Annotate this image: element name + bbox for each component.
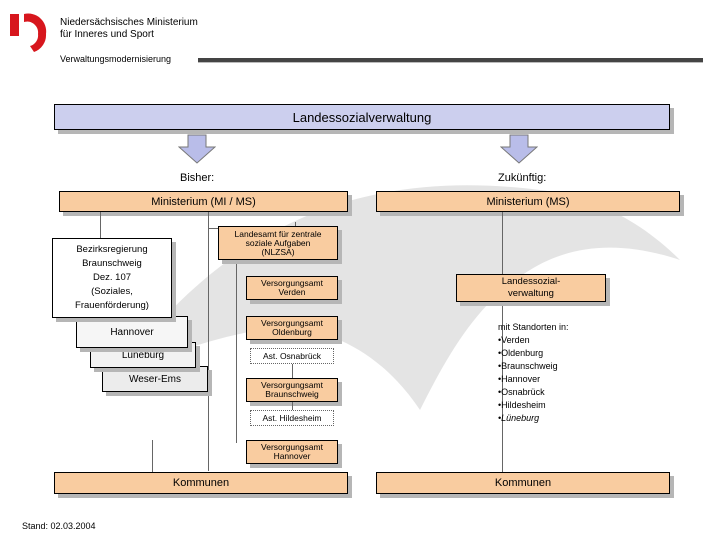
landesamt-line: soziale Aufgaben (245, 237, 311, 248)
footer-date: Stand: 02.03.2004 (22, 521, 96, 531)
ministry-mi-ms-label: Ministerium (MI / MS) (151, 195, 256, 208)
office-hannover-line: Versorgungsamt (261, 442, 323, 452)
office-braunschweig-line: Versorgungsamt (261, 380, 323, 390)
landessozial-line: verwaltung (508, 288, 554, 299)
office-oldenburg-line: Versorgungsamt (261, 318, 323, 328)
connector-line (502, 212, 503, 274)
header-subtitle: Verwaltungsmodernisierung (60, 54, 172, 64)
office-hannover-line: Hannover (273, 451, 311, 461)
heading-bisher: Bisher: (180, 172, 215, 184)
ministry-ms: Ministerium (MS) (376, 191, 680, 212)
standorte-list: mit Standorten in: •Verden •Oldenburg •B… (498, 321, 569, 425)
bezirksregierung-line: Frauenförderung) (75, 300, 149, 311)
main-title-text: Landessozialverwaltung (292, 109, 432, 125)
kommunen-right-label: Kommunen (494, 477, 552, 489)
kommunen-left-label: Kommunen (172, 477, 230, 489)
connector-line (292, 364, 293, 378)
bezirksregierung-line: (Soziales, (91, 286, 133, 297)
office-braunschweig: Versorgungsamt Braunschweig (246, 378, 338, 402)
landesamt-line: Landesamt für zentrale (234, 228, 322, 239)
ministry-name-line2: für Inneres und Sport (60, 29, 154, 40)
office-ast-osnabrueck: Ast. Osnabrück (250, 348, 334, 364)
office-verden-line: Verden (278, 287, 306, 297)
weser-ems-box: Weser-Ems (102, 366, 208, 392)
niedersachsen-logo-icon (10, 13, 47, 53)
connector-line (152, 440, 153, 472)
heading-zukuenftig: Zukünftig: (498, 172, 547, 184)
connector-line (100, 212, 101, 242)
standort-item: •Hannover (498, 374, 541, 384)
connector-line (292, 402, 293, 410)
kommunen-left: Kommunen (54, 472, 348, 494)
weser-ems-label: Weser-Ems (128, 373, 182, 385)
office-ast-hildesheim-label: Ast. Hildesheim (262, 412, 322, 423)
header-rule-shadow (198, 62, 703, 63)
bezirksregierung-line: Dez. 107 (92, 272, 132, 283)
office-ast-hildesheim: Ast. Hildesheim (250, 410, 334, 426)
landessozial-line: Landessozial- (501, 276, 561, 287)
office-verden: Versorgungsamt Verden (246, 276, 338, 300)
ministry-name-line1: Niedersächsisches Ministerium (60, 17, 198, 28)
arrow-down-left-icon (178, 134, 216, 164)
bezirksregierung-box: Bezirksregierung Braunschweig Dez. 107 (… (52, 238, 172, 318)
arrow-down-right-icon (500, 134, 538, 164)
ministry-ms-label: Ministerium (MS) (486, 195, 570, 208)
lueneburg-label: Lüneburg (121, 349, 165, 361)
office-braunschweig-line: Braunschweig (265, 389, 319, 399)
standort-item: •Braunschweig (498, 361, 558, 371)
standort-item: •Lüneburg (498, 413, 540, 423)
bezirksregierung-line: Bezirksregierung (76, 244, 148, 255)
landesamt-box: Landesamt für zentrale soziale Aufgaben … (218, 226, 338, 260)
standort-item: •Osnabrück (498, 387, 545, 397)
connector-line (502, 302, 503, 472)
standorte-intro: mit Standorten in: (498, 322, 569, 332)
office-hannover: Versorgungsamt Hannover (246, 440, 338, 464)
office-ast-osnabrueck-label: Ast. Osnabrück (262, 350, 322, 361)
office-oldenburg: Versorgungsamt Oldenburg (246, 316, 338, 340)
hannover-label: Hannover (110, 326, 154, 338)
office-verden-line: Versorgungsamt (261, 278, 323, 288)
standort-item: •Verden (498, 335, 530, 345)
bezirksregierung-line: Braunschweig (82, 258, 142, 269)
landesamt-line: (NLZSA) (261, 246, 295, 257)
office-oldenburg-line: Oldenburg (272, 327, 312, 337)
hannover-box: Hannover (76, 316, 188, 348)
ministry-mi-ms: Ministerium (MI / MS) (59, 191, 348, 212)
connector-line (208, 212, 209, 471)
connector-line (236, 228, 237, 443)
kommunen-right: Kommunen (376, 472, 670, 494)
landessozialverwaltung-box: Landessozial- verwaltung (456, 274, 606, 302)
header-rule (198, 58, 703, 62)
standort-item: •Hildesheim (498, 400, 546, 410)
standort-item: •Oldenburg (498, 348, 544, 358)
main-title: Landessozialverwaltung (54, 104, 670, 130)
